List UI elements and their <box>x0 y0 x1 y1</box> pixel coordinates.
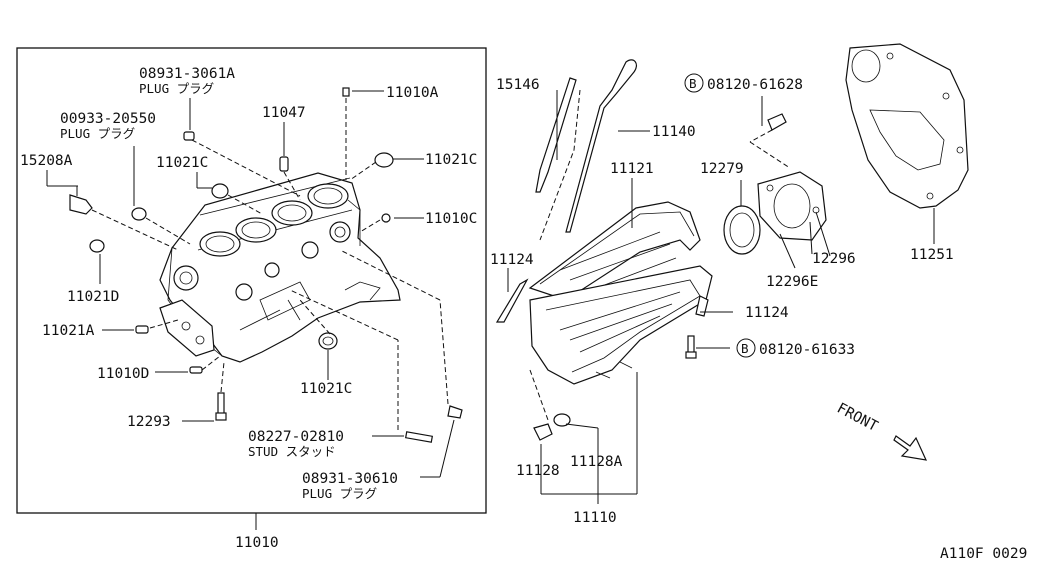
label-12296E: 12296E <box>766 274 818 290</box>
front-label: FRONT <box>834 400 880 435</box>
label-11128: 11128 <box>516 463 560 479</box>
label-15208A: 15208A <box>20 153 73 169</box>
rear-plate-drawing <box>845 43 969 244</box>
label-plug-2: PLUG プラグ <box>60 126 135 141</box>
label-00933-20550: 00933-20550 <box>60 111 156 127</box>
label-11010D: 11010D <box>97 366 149 382</box>
label-11124-a: 11124 <box>490 252 534 268</box>
bolt-mark-1: B <box>689 76 697 91</box>
label-11047: 11047 <box>262 105 306 121</box>
bolt-mark-2: B <box>741 341 749 356</box>
bolt-mark-circle-1 <box>684 73 704 93</box>
label-11010A: 11010A <box>386 85 439 101</box>
label-08931-30610: 08931-30610 <box>302 471 398 487</box>
label-11021D: 11021D <box>67 289 119 305</box>
bolt-mark-circle-2 <box>736 338 756 358</box>
label-12296: 12296 <box>812 251 856 267</box>
label-12279: 12279 <box>700 161 744 177</box>
label-11140: 11140 <box>652 124 696 140</box>
oil-pan-drawing <box>495 59 713 441</box>
oil-pan-leaders <box>507 90 733 504</box>
small-parts <box>69 87 463 443</box>
figure-code: A110F 0029 <box>940 546 1027 562</box>
label-08931-3061A: 08931-3061A <box>139 66 235 82</box>
label-11010: 11010 <box>235 535 279 551</box>
label-12293: 12293 <box>127 414 171 430</box>
rear-seal-drawing <box>723 96 831 269</box>
cylinder-block-drawing <box>159 172 401 363</box>
label-11021C-b: 11021C <box>425 152 477 168</box>
label-08120-61628: 08120-61628 <box>707 77 803 93</box>
label-11251: 11251 <box>910 247 954 263</box>
label-11021C-a: 11021C <box>156 155 208 171</box>
label-08120-61633: 08120-61633 <box>759 342 855 358</box>
label-plug-3: PLUG プラグ <box>302 486 377 501</box>
front-arrow <box>893 435 928 461</box>
label-11128A: 11128A <box>570 454 623 470</box>
label-11110: 11110 <box>573 510 617 526</box>
label-15146: 15146 <box>496 77 540 93</box>
label-11021C-c: 11021C <box>300 381 352 397</box>
label-stud: STUD スタッド <box>248 444 336 459</box>
label-11010C: 11010C <box>425 211 477 227</box>
block-leaders <box>46 90 455 478</box>
label-08227-02810: 08227-02810 <box>248 429 344 445</box>
label-11021A: 11021A <box>42 323 95 339</box>
label-plug-1: PLUG プラグ <box>139 81 214 96</box>
label-11121: 11121 <box>610 161 654 177</box>
label-11124-b: 11124 <box>745 305 789 321</box>
cylinder-block-frame <box>16 47 487 514</box>
